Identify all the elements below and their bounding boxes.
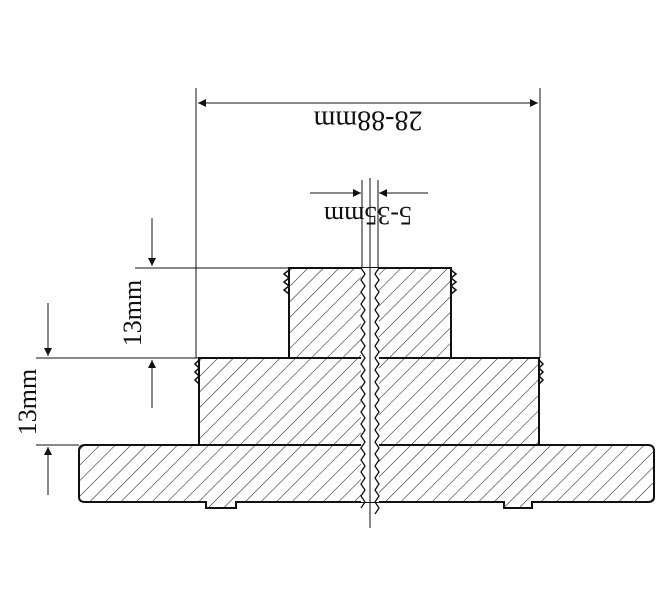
outer-diameter-dimension: 28-88mm — [195, 88, 541, 358]
upper-height-label: 13mm — [118, 280, 147, 346]
thread-right-upper — [449, 269, 458, 295]
thread-right-middle — [537, 359, 545, 385]
upper-height-dimension: 13mm — [118, 218, 289, 408]
bore-dimension: 5-35mm — [310, 180, 428, 268]
bore-thread-right — [374, 267, 380, 515]
thread-left-upper — [282, 269, 291, 295]
bore-label: 5-35mm — [324, 201, 412, 230]
outer-diameter-label: 28-88mm — [313, 105, 422, 136]
bore-thread-left — [360, 267, 366, 509]
lower-height-label: 13mm — [13, 369, 42, 435]
flange-section — [78, 178, 655, 528]
lower-height-dimension: 13mm — [13, 303, 199, 495]
thread-left-middle — [193, 359, 201, 385]
